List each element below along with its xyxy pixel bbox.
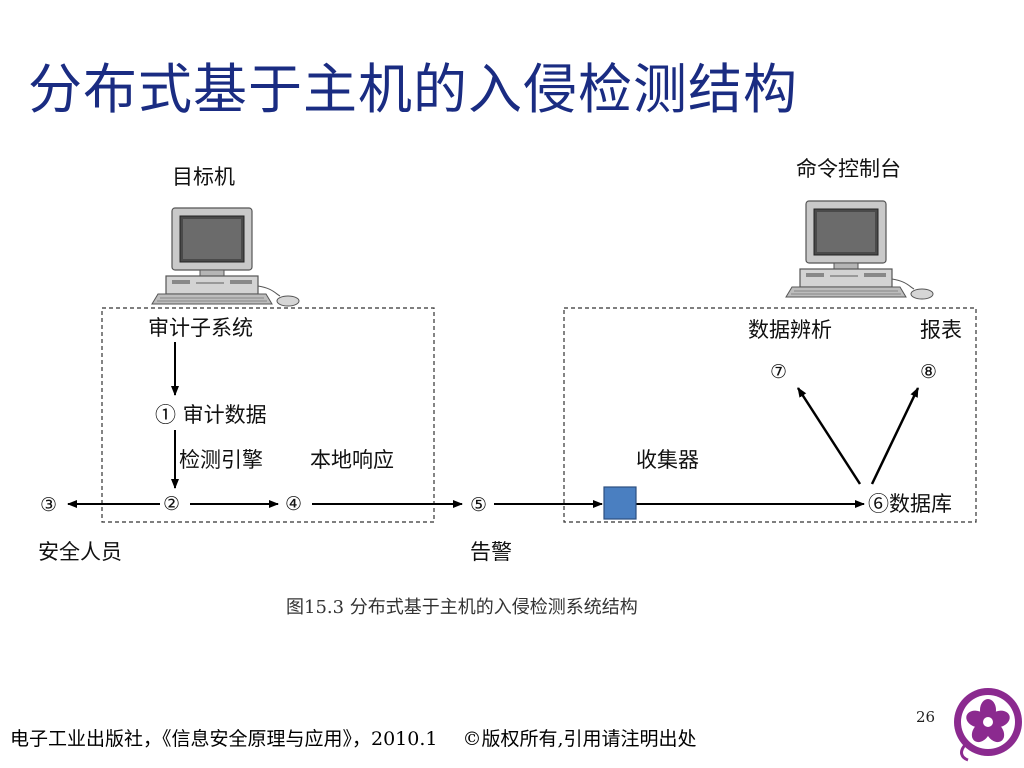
security-staff-label: 安全人员 — [38, 540, 122, 564]
collector-label: 收集器 — [636, 448, 699, 472]
page-number: 26 — [916, 708, 936, 726]
data-analysis-label: 数据辨析 — [748, 318, 832, 342]
node-7: ⑦ — [770, 361, 788, 383]
audit-subsystem-label: 审计子系统 — [148, 316, 253, 340]
report-label: 报表 — [920, 318, 962, 342]
database-label: ⑥数据库 — [868, 492, 952, 516]
target-machine-box — [101, 307, 435, 523]
footer-copyright: 电子工业出版社，《信息安全原理与应用》，2010.1 ©版权所有,引用请注明出处 — [10, 728, 697, 750]
arrow-report — [870, 387, 920, 485]
console-label: 命令控制台 — [796, 157, 901, 181]
node-2: ② — [163, 493, 181, 515]
figure-caption: 图15.3 分布式基于主机的入侵检测系统结构 — [286, 597, 638, 618]
node-5: ⑤ — [470, 494, 488, 516]
slide-title: 分布式基于主机的入侵检测结构 — [28, 58, 798, 121]
flower-logo-icon — [954, 688, 1022, 762]
node-4: ④ — [285, 493, 303, 515]
audit-data-label: ① 审计数据 — [155, 403, 267, 427]
detection-engine-label: 检测引擎 — [179, 448, 263, 472]
collector-node — [603, 486, 637, 520]
target-machine-label: 目标机 — [172, 165, 235, 189]
computer-icon — [151, 207, 300, 307]
console-box — [563, 307, 977, 523]
node-8: ⑧ — [920, 361, 938, 383]
computer-icon — [785, 200, 934, 300]
alarm-label: 告警 — [470, 540, 512, 564]
arrow-analysis — [796, 387, 862, 485]
local-response-label: 本地响应 — [310, 448, 394, 472]
node-3: ③ — [40, 494, 58, 516]
